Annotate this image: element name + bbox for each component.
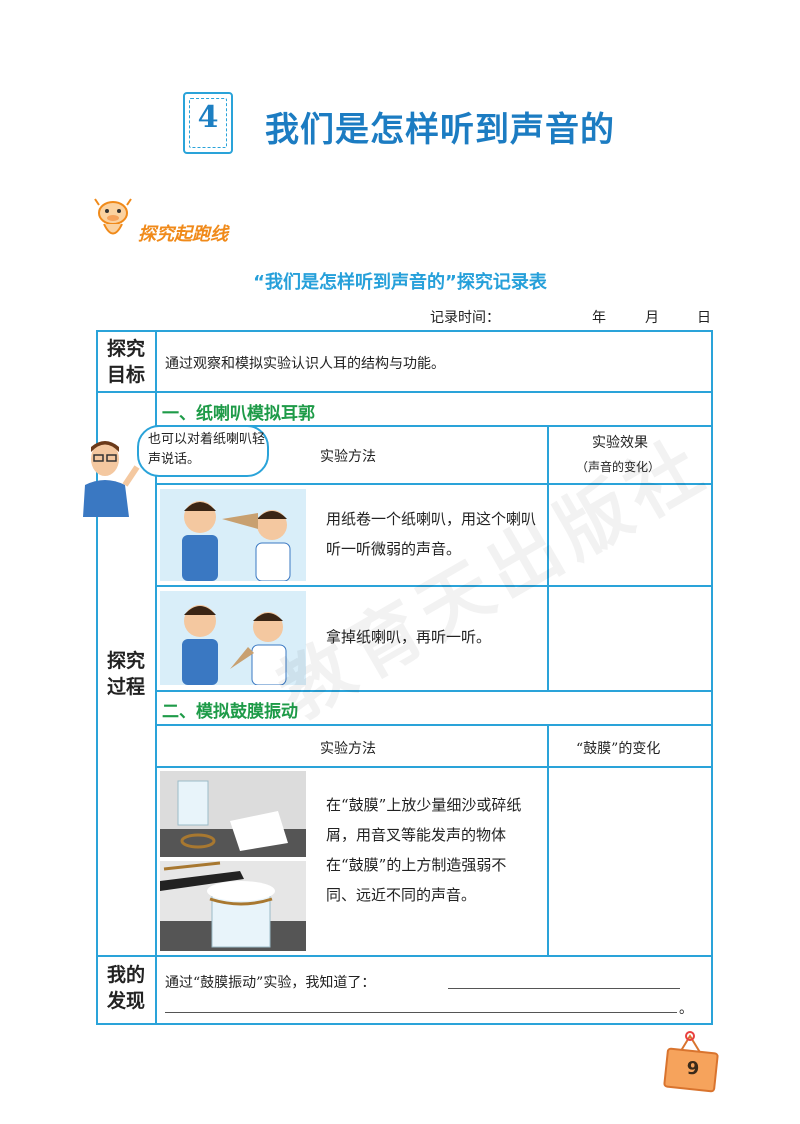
part1-row2-text: 拿掉纸喇叭，再听一听。 [326, 628, 492, 646]
table-row-divider [155, 585, 713, 587]
part1-row1-text: 用纸卷一个纸喇叭，用这个喇叭听一听微弱的声音。 [326, 510, 537, 558]
finding-blank-line-2[interactable] [165, 1012, 677, 1013]
part1-col-effect-sub: （声音的变化） [576, 460, 661, 474]
table-col-divider [547, 724, 549, 955]
table-row-divider [96, 391, 713, 393]
part2-heading: 二、模拟鼓膜振动 [162, 702, 298, 722]
table-title: “我们是怎样听到声音的”探究记录表 [253, 272, 547, 293]
part1-col-effect: 实验效果 [592, 435, 648, 451]
part2-col-change: “鼓膜”的变化 [576, 741, 661, 757]
lesson-number: 4 [197, 100, 219, 135]
record-day: 日 [697, 310, 711, 326]
part1-col-method: 实验方法 [320, 449, 376, 465]
table-col-divider [547, 425, 549, 690]
speech-bubble [137, 425, 269, 477]
page-number: 9 [686, 1058, 700, 1079]
record-month: 月 [645, 310, 659, 326]
finding-label: 我的 发现 [106, 964, 145, 1012]
kids-paper-horn-image [160, 489, 306, 581]
finding-text: 通过“鼓膜振动”实验，我知道了： [165, 975, 376, 991]
table-row-divider [155, 766, 713, 768]
part2-row1-text: 在“鼓膜”上放少量细沙或碎纸屑，用音叉等能发声的物体在“鼓膜”的上方制造强弱不同… [326, 796, 522, 904]
table-border-bottom [96, 1023, 713, 1025]
table-border-left [96, 330, 98, 1025]
teacher-illustration [83, 441, 140, 517]
lesson-number-frame [183, 92, 233, 154]
goal-label: 探究 目标 [106, 338, 145, 386]
goal-text: 通过观察和模拟实验认识人耳的结构与功能。 [165, 356, 445, 372]
table-border-right [711, 330, 713, 1025]
table-col-divider [155, 330, 157, 1025]
finding-blank-line-1[interactable] [448, 988, 680, 989]
process-label: 探究 过程 [106, 650, 145, 698]
speech-bubble-text: 也可以对着纸喇叭轻声说话。 [148, 432, 266, 467]
section-badge: 探究起跑线 [138, 224, 228, 245]
table-row-divider [96, 955, 713, 957]
part1-heading: 一、纸喇叭模拟耳郭 [162, 404, 315, 424]
hanger-icon [678, 1031, 702, 1055]
record-year: 年 [592, 310, 606, 326]
finding-end-mark: 。 [679, 1001, 693, 1017]
eardrum-experiment-image [160, 771, 306, 951]
table-row-divider [155, 483, 713, 485]
record-time-label: 记录时间： [430, 310, 500, 326]
table-row-divider [155, 724, 713, 726]
table-row-divider [155, 425, 713, 427]
part2-col-method: 实验方法 [320, 741, 376, 757]
kids-no-horn-image [160, 591, 306, 685]
table-row-divider [155, 690, 713, 692]
page-title: 我们是怎样听到声音的 [265, 110, 615, 150]
cow-mascot-icon [94, 198, 132, 235]
table-border-top [96, 330, 713, 332]
